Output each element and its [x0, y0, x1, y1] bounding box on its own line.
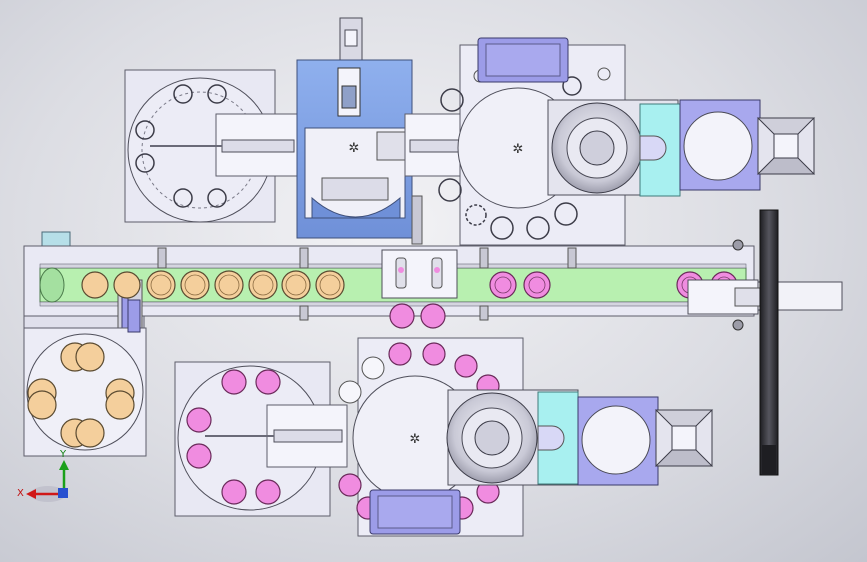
blue-press-housing: ✲ — [296, 17, 413, 239]
top-left-station — [124, 69, 299, 223]
bottom-rotary-center-icon: ✲ — [410, 432, 421, 447]
transfer-arm-top — [404, 113, 464, 245]
x-axis-label: X — [17, 488, 24, 499]
right-pusher — [687, 209, 843, 476]
conveyor-center-fixture — [381, 249, 458, 299]
bottom-left-peach-feeder — [23, 299, 147, 457]
top-left-pocket-group — [135, 84, 227, 208]
vertical-rail — [759, 209, 779, 476]
coordinate-triad: X Y — [17, 449, 69, 502]
bottom-left-station — [174, 361, 348, 517]
hex-mark-icon: ✲ — [349, 141, 360, 156]
rotary-center-icon: ✲ — [513, 142, 524, 157]
bottom-pink-pockets — [186, 369, 281, 505]
bottom-bowl-feeder — [446, 389, 714, 486]
top-bowl-feeder — [547, 99, 816, 197]
y-axis-label: Y — [59, 449, 67, 460]
